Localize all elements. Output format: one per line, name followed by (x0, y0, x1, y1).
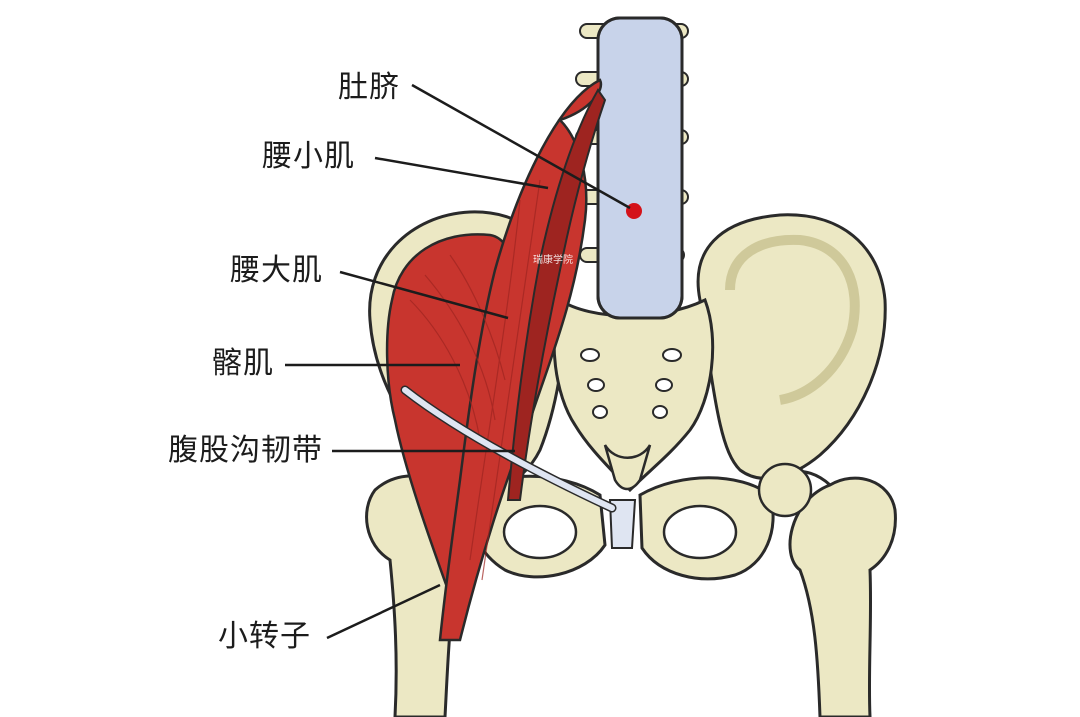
pubic-symphysis (608, 499, 637, 549)
leader-lines (285, 83, 631, 640)
lumbar-spine-front (596, 16, 684, 320)
leader-navel (411, 83, 631, 210)
leader-psoas-major (339, 270, 509, 320)
right-ilium-fossa (725, 234, 860, 405)
right-obturator-foramen (662, 504, 738, 560)
left-obturator-foramen (502, 504, 578, 560)
navel-dot (626, 203, 642, 219)
muscle-striations (409, 179, 541, 581)
label-iliacus: 髂肌 (212, 346, 274, 381)
leader-lesser-trochanter (326, 583, 441, 640)
right-femur (788, 476, 897, 717)
sacral-foramina (580, 348, 682, 419)
right-ilium (696, 213, 887, 480)
watermark: 瑞康学院 (533, 255, 573, 266)
leader-psoas-minor (374, 156, 549, 190)
psoas-minor-muscle (506, 88, 607, 501)
label-navel: 肚脐 (338, 70, 400, 105)
label-lesser-trochanter: 小转子 (218, 619, 311, 654)
coccyx (603, 444, 652, 491)
label-psoas-minor: 腰小肌 (262, 139, 355, 174)
inguinal-ligament-fill (402, 387, 615, 511)
label-psoas-major: 腰大肌 (230, 253, 323, 288)
label-inguinal-ligament: 腹股沟韧带 (168, 433, 323, 468)
right-femoral-head (757, 462, 813, 518)
